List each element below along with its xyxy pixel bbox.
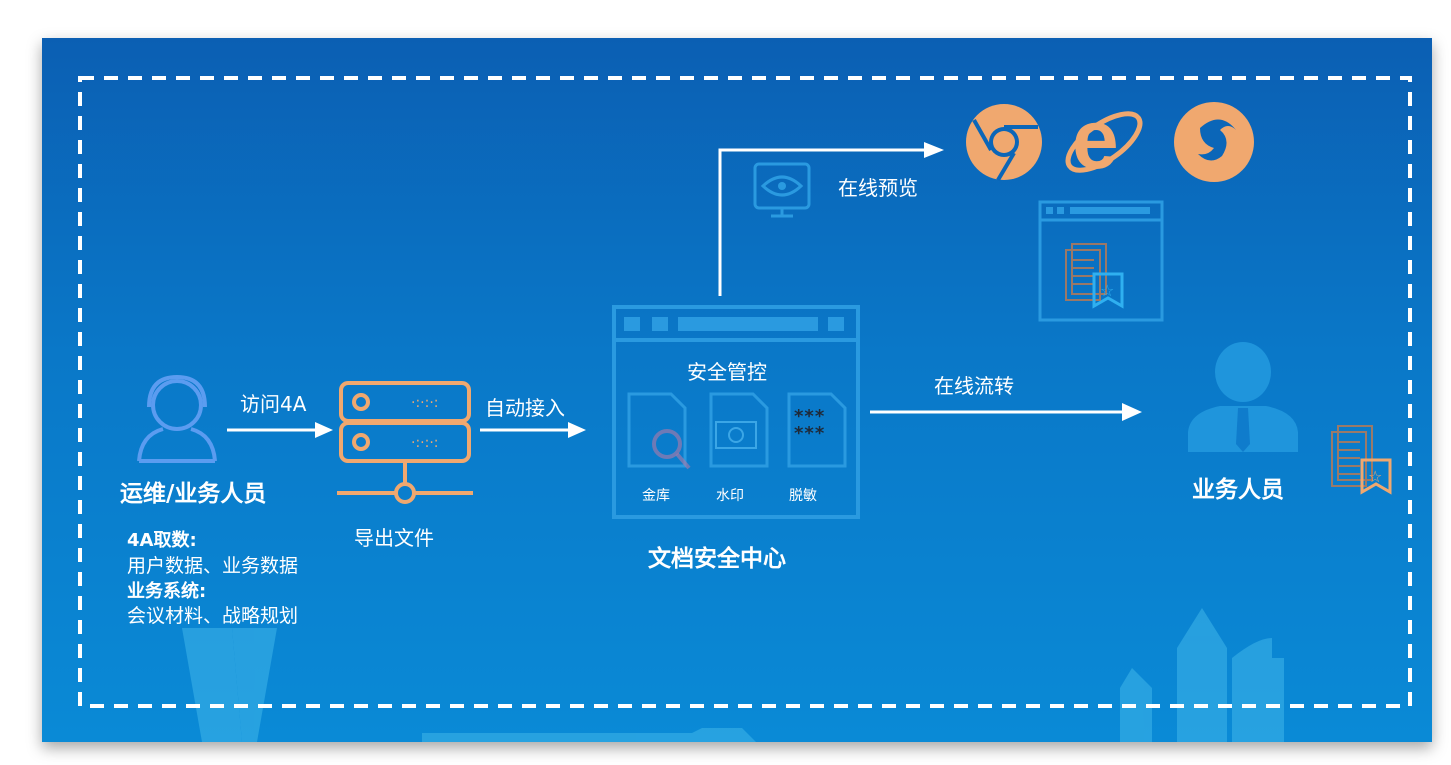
left-person-name: 运维/业务人员 (120, 481, 267, 507)
item-masking: 脱敏 (789, 488, 817, 504)
security-panel-frame (612, 305, 860, 519)
item-vault: 金库 (642, 488, 670, 504)
mask-row: *** (794, 406, 826, 427)
svg-text:☆: ☆ (1368, 467, 1382, 486)
masking-asterisks: *** *** (794, 406, 826, 444)
online-preview-label: 在线预览 (838, 176, 918, 200)
svg-text:·:·:·:: ·:·:·: (411, 435, 439, 451)
doc-security-center-label: 文档安全中心 (648, 546, 786, 572)
arrow-right-icon (480, 422, 586, 438)
export-file-label: 导出文件 (354, 526, 434, 550)
note-text-business: 会议材料、战略规划 (127, 605, 299, 627)
watermark-camera-doc-icon (709, 392, 769, 468)
security-control-title: 安全管控 (687, 360, 767, 384)
svg-text:☆: ☆ (1100, 281, 1114, 300)
business-person-name: 业务人员 (1192, 477, 1284, 503)
access-4a-label: 访问4A (240, 392, 307, 416)
firefox-icon (1174, 102, 1254, 182)
ie-icon: e (1065, 92, 1143, 186)
dashed-frame (78, 76, 1412, 708)
arrow-right-icon (227, 422, 333, 438)
browser-window-document-icon: ☆ (1038, 200, 1164, 322)
diagram-slide: 运维/业务人员 4A取数: 用户数据、业务数据 业务系统: 会议材料、战略规划 … (42, 38, 1432, 742)
mask-row: *** (794, 423, 826, 444)
item-watermark: 水印 (716, 488, 744, 504)
auto-access-label: 自动接入 (485, 396, 565, 420)
preview-arrow-icon (718, 142, 944, 296)
svg-text:·:·:·:: ·:·:·: (411, 395, 439, 411)
arrow-right-icon (870, 403, 1142, 421)
server-icon: ·:·:·: ·:·:·: (337, 381, 473, 504)
business-person-icon (1188, 342, 1298, 452)
chrome-icon (966, 104, 1042, 182)
online-flow-label: 在线流转 (934, 374, 1014, 398)
document-badge-icon: ☆ (1331, 425, 1392, 495)
masking-doc-icon (787, 392, 847, 468)
vault-search-doc-icon (627, 392, 691, 470)
note-title-4a: 4A取数: (127, 530, 197, 551)
monitor-eye-icon (753, 162, 811, 218)
note-text-4a: 用户数据、业务数据 (127, 555, 299, 577)
note-title-business: 业务系统: (127, 581, 207, 602)
user-headset-icon (137, 374, 217, 463)
city-skyline-decoration (182, 608, 1284, 742)
